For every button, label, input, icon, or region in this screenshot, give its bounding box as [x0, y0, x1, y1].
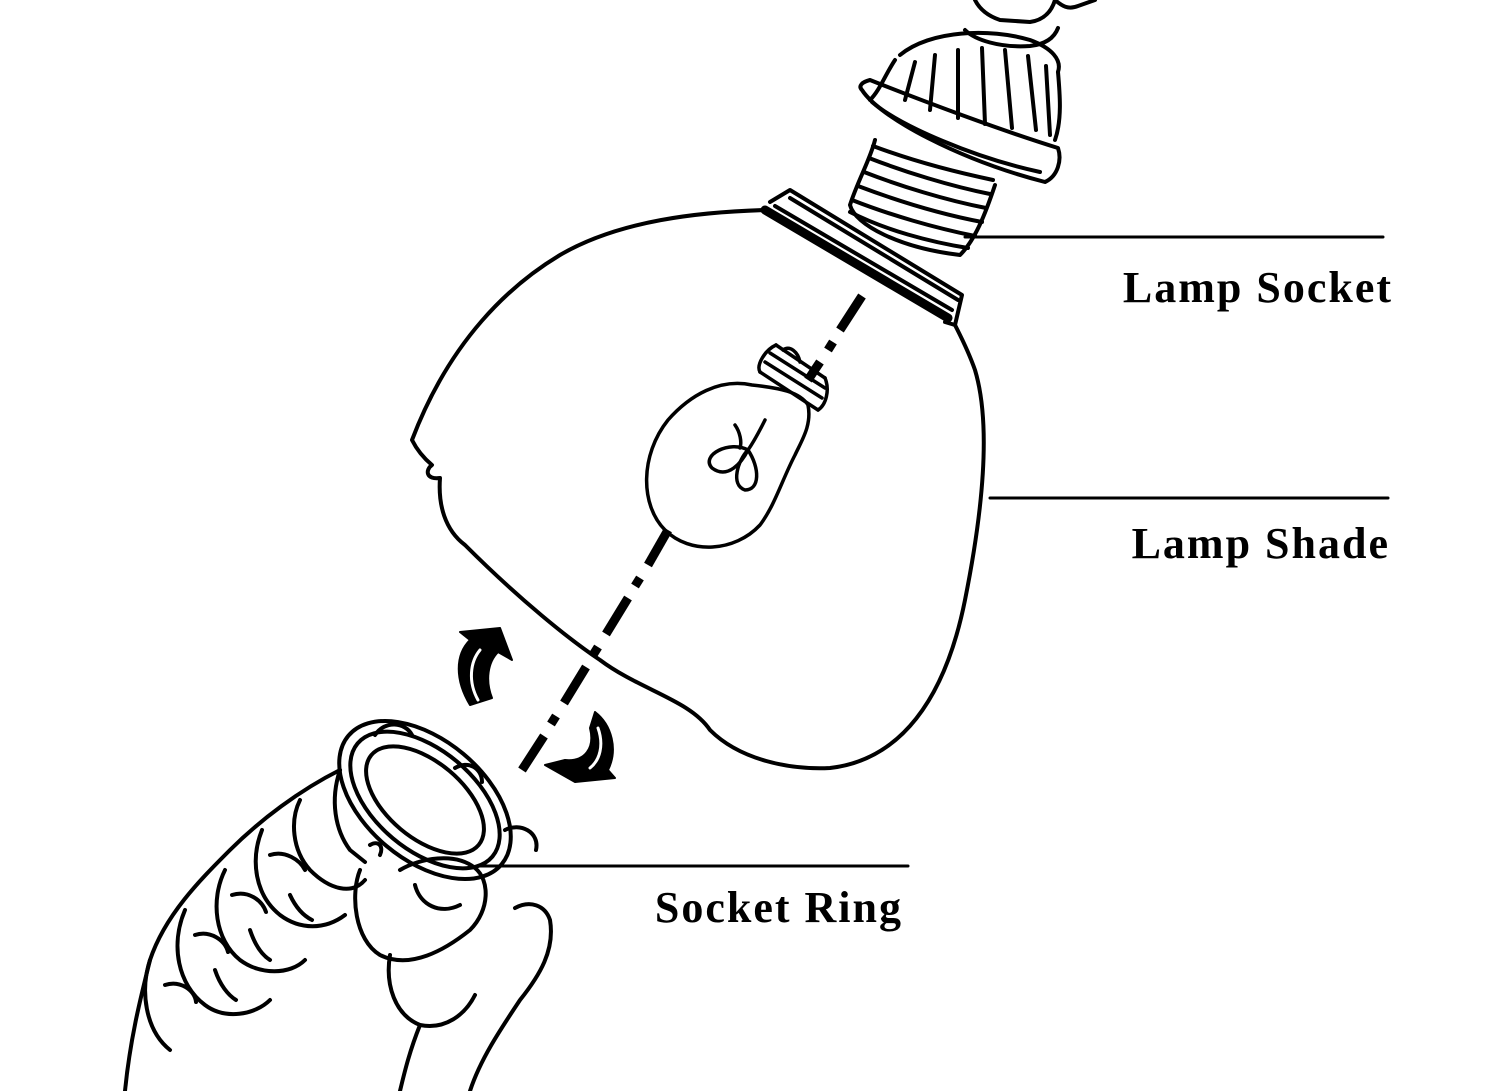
hand-icon	[123, 768, 553, 1091]
assembly-axis-line	[518, 293, 866, 773]
lamp-shade-icon	[410, 188, 986, 771]
lamp-socket-icon	[848, 30, 1062, 257]
socket-ring-label: Socket Ring	[654, 883, 903, 932]
cord-icon	[963, 0, 1097, 49]
light-bulb-icon	[644, 343, 829, 549]
rotate-arrows-icon	[457, 627, 616, 783]
socket-ring-icon	[337, 718, 539, 882]
lamp-shade-label: Lamp Shade	[1131, 519, 1390, 568]
lamp-socket-label: Lamp Socket	[1122, 263, 1393, 312]
